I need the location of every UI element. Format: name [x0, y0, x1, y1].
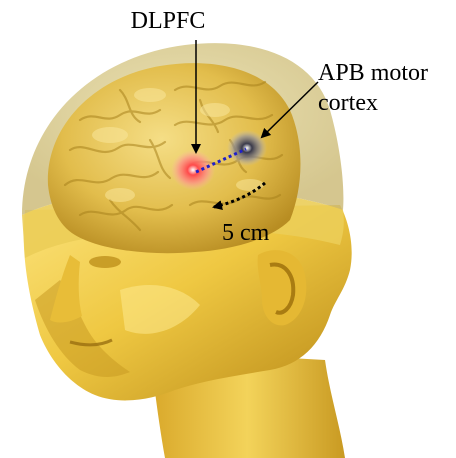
- apb-label-line1: APB motor: [318, 60, 428, 86]
- apb-label-line2: cortex: [318, 90, 378, 116]
- distance-label: 5 cm: [222, 220, 270, 246]
- dlpfc-label: DLPFC: [131, 8, 206, 34]
- apb-spot: [227, 130, 267, 166]
- dlpfc-spot: [171, 150, 215, 190]
- eye-illustration: [89, 256, 121, 268]
